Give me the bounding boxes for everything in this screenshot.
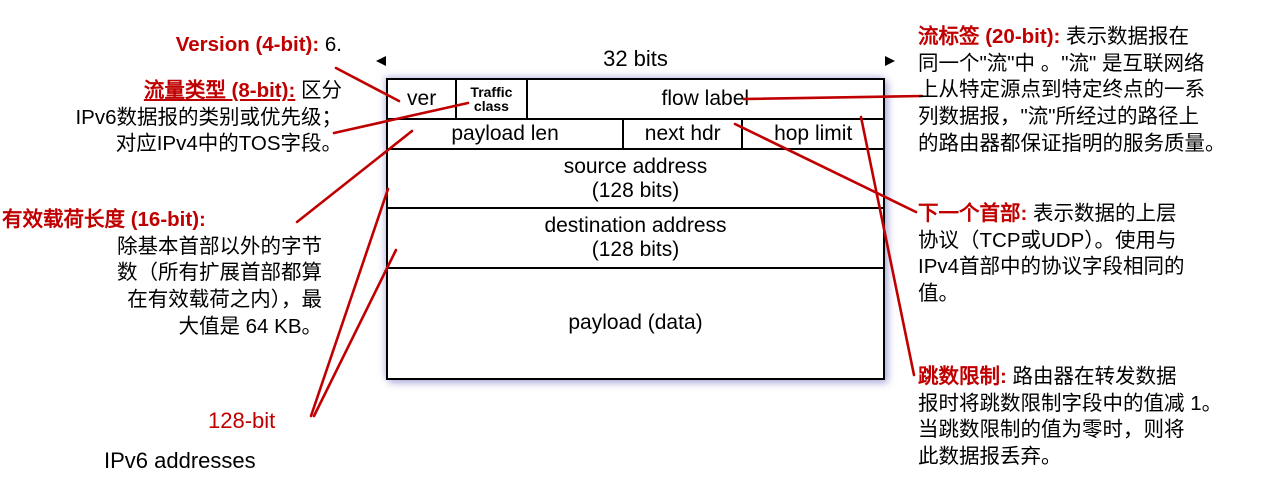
header-row-5: payload (data): [388, 269, 883, 377]
field-version-label: ver: [407, 87, 437, 111]
annotation-version-body: 6.: [319, 33, 342, 56]
annotation-flow-label-line-1: 同一个"流"中 。"流" 是互联网络: [918, 51, 1205, 75]
annotation-payload-len-line-1: 除基本首部以外的字节: [117, 234, 322, 258]
field-payload-data[interactable]: payload (data): [388, 269, 883, 377]
field-destination-address-size: (128 bits): [591, 238, 680, 261]
annotation-traffic-class-line-2: 对应IPv4中的TOS字段。: [115, 132, 342, 156]
field-payload-len[interactable]: payload len: [388, 120, 625, 148]
field-source-address-size: (128 bits): [591, 178, 680, 202]
ruler-label-text: 32 bits: [595, 46, 676, 71]
annotation-payload-len: 有效载荷长度 (16-bit): 除基本首部以外的字节 数（所有扩展首部都算 在…: [2, 207, 322, 340]
field-destination-address[interactable]: destination address (128 bits): [388, 209, 883, 267]
annotation-hop-limit-body: 路由器在转发数据: [1006, 365, 1177, 388]
header-row-2: payload len next hdr hop limit: [388, 120, 883, 150]
annotation-next-hdr-line-3: 值。: [918, 281, 959, 305]
annotation-version-heading: Version (4-bit):: [175, 33, 320, 56]
field-source-address[interactable]: source address (128 bits): [388, 150, 883, 207]
field-destination-address-label: destination address: [544, 214, 727, 238]
field-hop-limit[interactable]: hop limit: [743, 120, 883, 148]
annotation-traffic-class-body: 区分: [295, 79, 342, 102]
annotation-hop-limit-line-1: 报时将跳数限制字段中的值减 1。: [918, 391, 1223, 415]
annotation-payload-len-line-2: 数（所有扩展首部都算: [117, 261, 322, 285]
width-ruler: 32 bits: [376, 46, 895, 72]
annotation-flow-label-line-4: 的路由器都保证指明的服务质量。: [918, 131, 1226, 155]
annotation-next-hdr-line-2: IPv4首部中的协议字段相同的: [918, 255, 1185, 279]
annotation-next-hdr-line-1: 协议（TCP或UDP）。使用与: [918, 228, 1177, 252]
header-row-3: source address (128 bits): [388, 150, 883, 209]
field-next-hdr[interactable]: next hdr: [624, 120, 744, 148]
annotation-next-hdr: 下一个首部: 表示数据的上层 协议（TCP或UDP）。使用与 IPv4首部中的协…: [918, 201, 1263, 308]
field-traffic-class-label-line2: class: [473, 98, 509, 114]
leader-destination-address: [312, 248, 398, 418]
field-payload-len-label: payload len: [451, 122, 559, 146]
field-source-address-label: source address: [563, 154, 708, 178]
annotation-next-hdr-heading: 下一个首部:: [918, 202, 1028, 225]
annotation-128bit-label: 128-bit: [208, 408, 276, 433]
annotation-flow-label-line-3: 列数据报，"流"所经过的路径上: [918, 104, 1200, 128]
annotation-hop-limit-line-3: 此数据报丢弃。: [918, 444, 1062, 468]
annotation-hop-limit: 跳数限制: 路由器在转发数据 报时将跳数限制字段中的值减 1。 当跳数限制的值为…: [918, 364, 1263, 471]
field-flow-label[interactable]: flow label: [528, 80, 883, 118]
annotation-traffic-class-line-1: IPv6数据报的类别或优先级；: [75, 105, 342, 129]
header-row-4: destination address (128 bits): [388, 209, 883, 269]
annotation-flow-label-heading: 流标签 (20-bit):: [918, 25, 1061, 48]
annotation-hop-limit-heading: 跳数限制:: [918, 365, 1007, 388]
annotation-flow-label-line-2: 上从特定源点到特定终点的一系: [918, 78, 1205, 102]
field-hop-limit-label: hop limit: [774, 122, 853, 146]
ruler-label: 32 bits: [386, 46, 885, 72]
annotation-version: Version (4-bit): 6.: [60, 32, 342, 59]
annotation-traffic-class: 流量类型 (8-bit): 区分 IPv6数据报的类别或优先级； 对应IPv4中…: [8, 78, 342, 158]
annotation-next-hdr-body: 表示数据的上层: [1027, 202, 1177, 225]
ipv6-header-box: ver Traffic class flow label payload len…: [386, 78, 885, 380]
annotation-traffic-class-heading: 流量类型 (8-bit):: [143, 79, 296, 102]
annotation-ipv6-addresses-label: IPv6 addresses: [104, 448, 256, 473]
annotation-flow-label: 流标签 (20-bit): 表示数据报在 同一个"流"中 。"流" 是互联网络 …: [918, 24, 1263, 157]
annotation-payload-len-line-4: 大值是 64 KB。: [178, 314, 322, 338]
field-payload-data-label: payload (data): [568, 311, 703, 335]
header-row-1: ver Traffic class flow label: [388, 80, 883, 120]
field-version[interactable]: ver: [388, 80, 458, 118]
field-traffic-class[interactable]: Traffic class: [457, 80, 528, 118]
leader-source-address: [309, 187, 390, 418]
field-next-hdr-label: next hdr: [644, 122, 721, 146]
annotation-flow-label-body: 表示数据报在: [1060, 25, 1190, 48]
field-traffic-class-label-line1: Traffic: [470, 84, 513, 100]
annotation-payload-len-line-3: 在有效载荷之内），最: [127, 287, 322, 311]
annotation-payload-len-heading: 有效载荷长度 (16-bit):: [2, 208, 206, 231]
annotation-hop-limit-line-2: 当跳数限制的值为零时，则将: [918, 418, 1185, 442]
field-flow-label-label: flow label: [661, 87, 750, 111]
